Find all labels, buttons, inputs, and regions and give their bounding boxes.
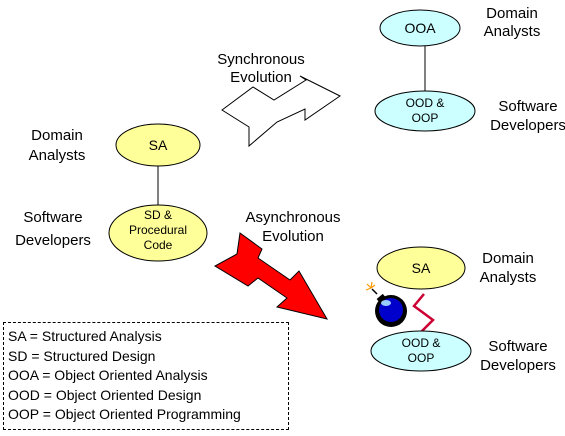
legend-line-ooa: OOA = Object Oriented Analysis bbox=[8, 367, 208, 384]
top-ood-oop-node bbox=[374, 90, 476, 132]
bottom-ood-oop-label-line1: OOD & bbox=[402, 336, 441, 350]
async-arrow-label-line2: Evolution bbox=[262, 228, 324, 245]
sd-node-label-line3: Code bbox=[144, 238, 173, 252]
legend-line-sd: SD = Structured Design bbox=[8, 347, 156, 364]
sd-procedural-code-node bbox=[108, 204, 208, 262]
legend-line-sa: SA = Structured Analysis bbox=[8, 328, 162, 344]
sd-node-label-line1: SD & bbox=[144, 208, 172, 222]
bottom-software-developers-line1: Software bbox=[488, 338, 547, 355]
top-software-developers-line1: Software bbox=[498, 98, 557, 115]
top-software-developers-line2: Developers bbox=[490, 117, 565, 134]
sa-node-label: SA bbox=[149, 137, 168, 153]
legend-line-oop: OOP = Object Oriented Programming bbox=[8, 406, 241, 423]
top-domain-analysts-line2: Analysts bbox=[484, 23, 541, 40]
bottom-domain-analysts-line2: Analysts bbox=[480, 269, 537, 286]
bottom-ood-oop-label-line2: OOP bbox=[408, 351, 435, 365]
left-domain-analysts-line2: Analysts bbox=[29, 147, 86, 164]
top-domain-analysts-line1: Domain bbox=[486, 5, 538, 22]
top-ood-oop-label-line1: OOD & bbox=[406, 96, 445, 110]
top-ood-oop-label-line2: OOP bbox=[412, 111, 439, 125]
async-arrow-label-line1: Asynchronous bbox=[245, 209, 340, 226]
synchronous-evolution-arrow bbox=[221, 75, 341, 148]
left-domain-analysts-line1: Domain bbox=[31, 127, 83, 144]
bottom-domain-analysts-line1: Domain bbox=[482, 250, 534, 267]
bottom-software-developers-line2: Developers bbox=[480, 357, 556, 374]
bottom-sa-node-label: SA bbox=[412, 260, 431, 276]
asynchronous-evolution-arrow bbox=[213, 232, 329, 320]
left-software-developers-line1: Software bbox=[23, 209, 82, 226]
bottom-sa-node bbox=[376, 246, 466, 290]
bottom-ood-oop-node bbox=[370, 330, 472, 372]
legend-line-ood: OOD = Object Oriented Design bbox=[8, 386, 202, 403]
sync-arrow-label-line1: Synchronous bbox=[217, 51, 305, 68]
sd-node-label-line2: Procedural bbox=[129, 223, 187, 237]
legend-box: SA = Structured Analysis SD = Structured… bbox=[3, 322, 289, 430]
ooa-node-label: OOA bbox=[404, 20, 436, 36]
sa-node bbox=[115, 123, 201, 167]
ooa-node bbox=[379, 9, 461, 47]
lightning-icon bbox=[412, 293, 435, 334]
bomb-icon bbox=[365, 281, 407, 327]
sync-arrow-label-line2: Evolution bbox=[230, 69, 292, 86]
left-software-developers-line2: Developers bbox=[15, 232, 91, 249]
